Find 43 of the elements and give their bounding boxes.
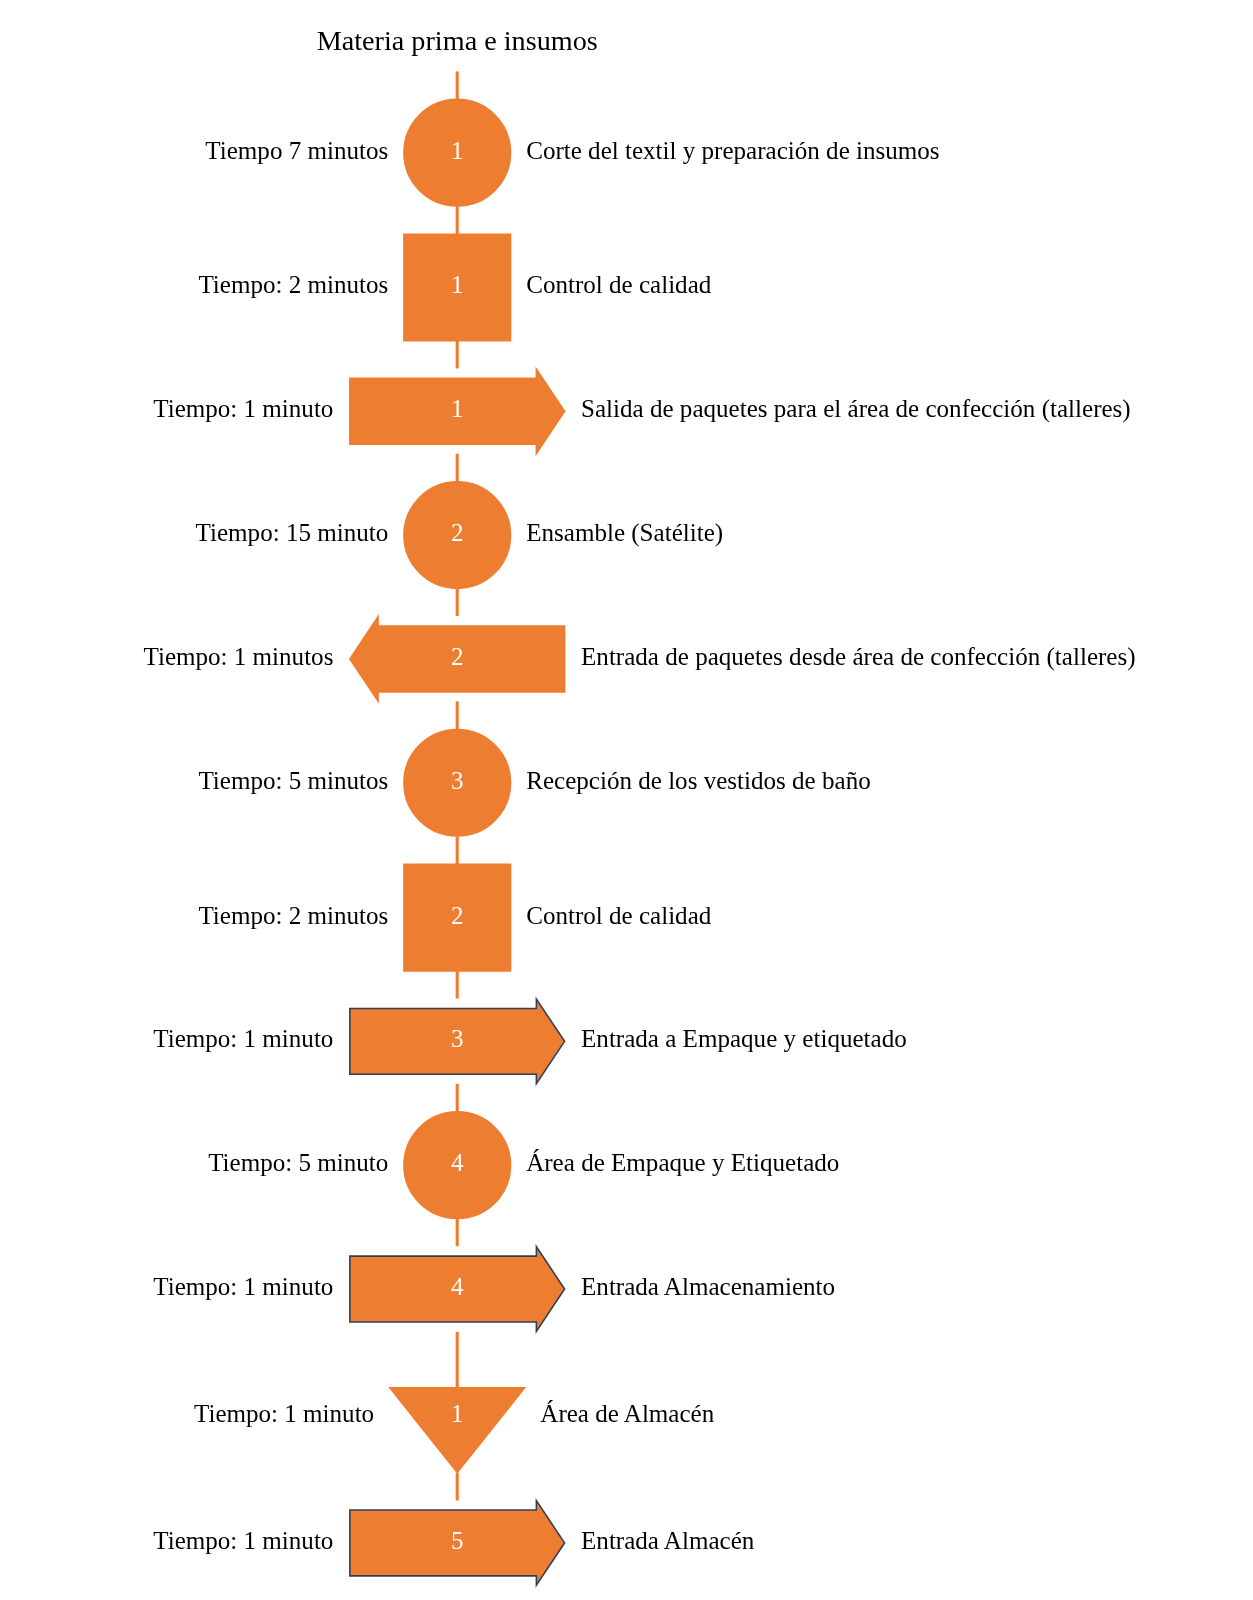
node-circle: 1 — [403, 98, 512, 207]
connector — [455, 1472, 459, 1501]
node-label: Entrada a Empaque y etiquetado — [581, 1025, 907, 1053]
connector — [455, 1331, 459, 1388]
connector — [455, 588, 459, 617]
node-label: Tiempo: 5 minutos — [198, 766, 389, 794]
node-label: Control de calidad — [526, 271, 712, 299]
node-label: Tiempo: 2 minutos — [198, 901, 389, 929]
connector — [455, 71, 459, 100]
node-box: 2 — [403, 863, 512, 972]
node-label: Tiempo: 15 minuto — [195, 519, 389, 547]
node-circle: 2 — [403, 481, 512, 590]
node-label: Tiempo 7 minutos — [205, 136, 389, 164]
connector — [455, 701, 459, 730]
node-label: Tiempo: 1 minuto — [194, 1399, 375, 1427]
node-circle: 4 — [403, 1111, 512, 1220]
node-text: Materia prima e insumos — [316, 24, 598, 56]
node-label: Tiempo: 5 minuto — [208, 1149, 389, 1177]
node-box: 1 — [403, 233, 512, 342]
node-label: Control de calidad — [526, 901, 712, 929]
node-label: Entrada Almacén — [581, 1526, 755, 1554]
node-label: Área de Almacén — [540, 1399, 715, 1427]
connector — [455, 206, 459, 234]
node-label: Tiempo: 1 minuto — [153, 1272, 334, 1300]
node-label: Recepción de los vestidos de baño — [526, 766, 871, 794]
node-label: Corte del textil y preparación de insumos — [526, 136, 940, 164]
node-label: Tiempo: 1 minutos — [143, 642, 334, 670]
node-label: Ensamble (Satélite) — [526, 519, 724, 547]
node-label: Entrada Almacenamiento — [581, 1272, 836, 1300]
connector — [455, 340, 459, 369]
node-label: Área de Empaque y Etiquetado — [526, 1149, 840, 1177]
node-label: Tiempo: 1 minuto — [153, 1025, 334, 1053]
connector — [455, 1083, 459, 1112]
connector — [455, 453, 459, 482]
node-label: Tiempo: 2 minutos — [198, 271, 389, 299]
node-label: Tiempo: 1 minuto — [153, 395, 334, 423]
node-circle: 3 — [403, 728, 512, 837]
node-label: Entrada de paquetes desde área de confección (talleres) — [581, 642, 1136, 670]
node-label: Salida de paquetes para el área de confección (talleres) — [581, 395, 1131, 423]
connector — [455, 971, 459, 999]
node-label: Tiempo: 1 minuto — [153, 1526, 334, 1554]
connector — [455, 836, 459, 864]
connector — [455, 1218, 459, 1247]
